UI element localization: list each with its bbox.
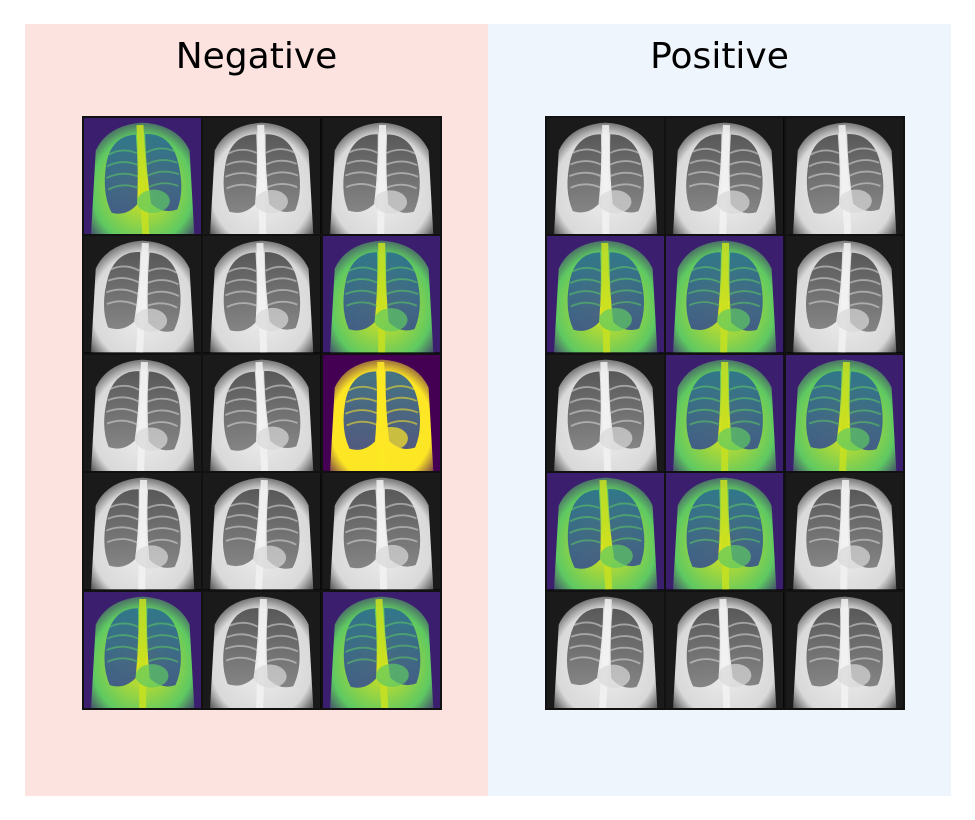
positive-xray-image (666, 473, 784, 590)
positive-xray-image (666, 354, 784, 472)
negative-title: Negative (175, 36, 338, 77)
negative-panel: Negative (25, 24, 488, 796)
negative-xray-image (203, 591, 321, 708)
positive-xray-image (547, 236, 665, 353)
negative-xray-image (203, 118, 321, 235)
negative-xray-image (203, 354, 321, 472)
negative-xray-image (322, 591, 440, 708)
negative-xray-image (84, 236, 202, 353)
positive-title: Positive (650, 36, 789, 77)
negative-xray-image (322, 354, 440, 472)
positive-panel: Positive (488, 24, 951, 796)
negative-xray-image (84, 473, 202, 590)
positive-xray-image (666, 591, 784, 708)
negative-xray-image (322, 118, 440, 235)
negative-xray-image (84, 118, 202, 235)
positive-xray-image (547, 118, 665, 235)
positive-xray-grid (545, 116, 905, 710)
negative-xray-image (203, 236, 321, 353)
positive-xray-image (547, 591, 665, 708)
positive-xray-image (785, 591, 903, 708)
negative-xray-image (322, 236, 440, 353)
positive-xray-image (785, 236, 903, 353)
positive-xray-image (785, 354, 903, 472)
positive-xray-image (785, 118, 903, 235)
negative-xray-image (84, 354, 202, 472)
negative-xray-image (84, 591, 202, 708)
negative-xray-image (203, 473, 321, 590)
negative-xray-grid (82, 116, 442, 710)
positive-xray-image (785, 473, 903, 590)
positive-xray-image (666, 118, 784, 235)
positive-xray-image (666, 236, 784, 353)
positive-xray-image (547, 354, 665, 472)
negative-xray-image (322, 473, 440, 590)
positive-xray-image (547, 473, 665, 590)
